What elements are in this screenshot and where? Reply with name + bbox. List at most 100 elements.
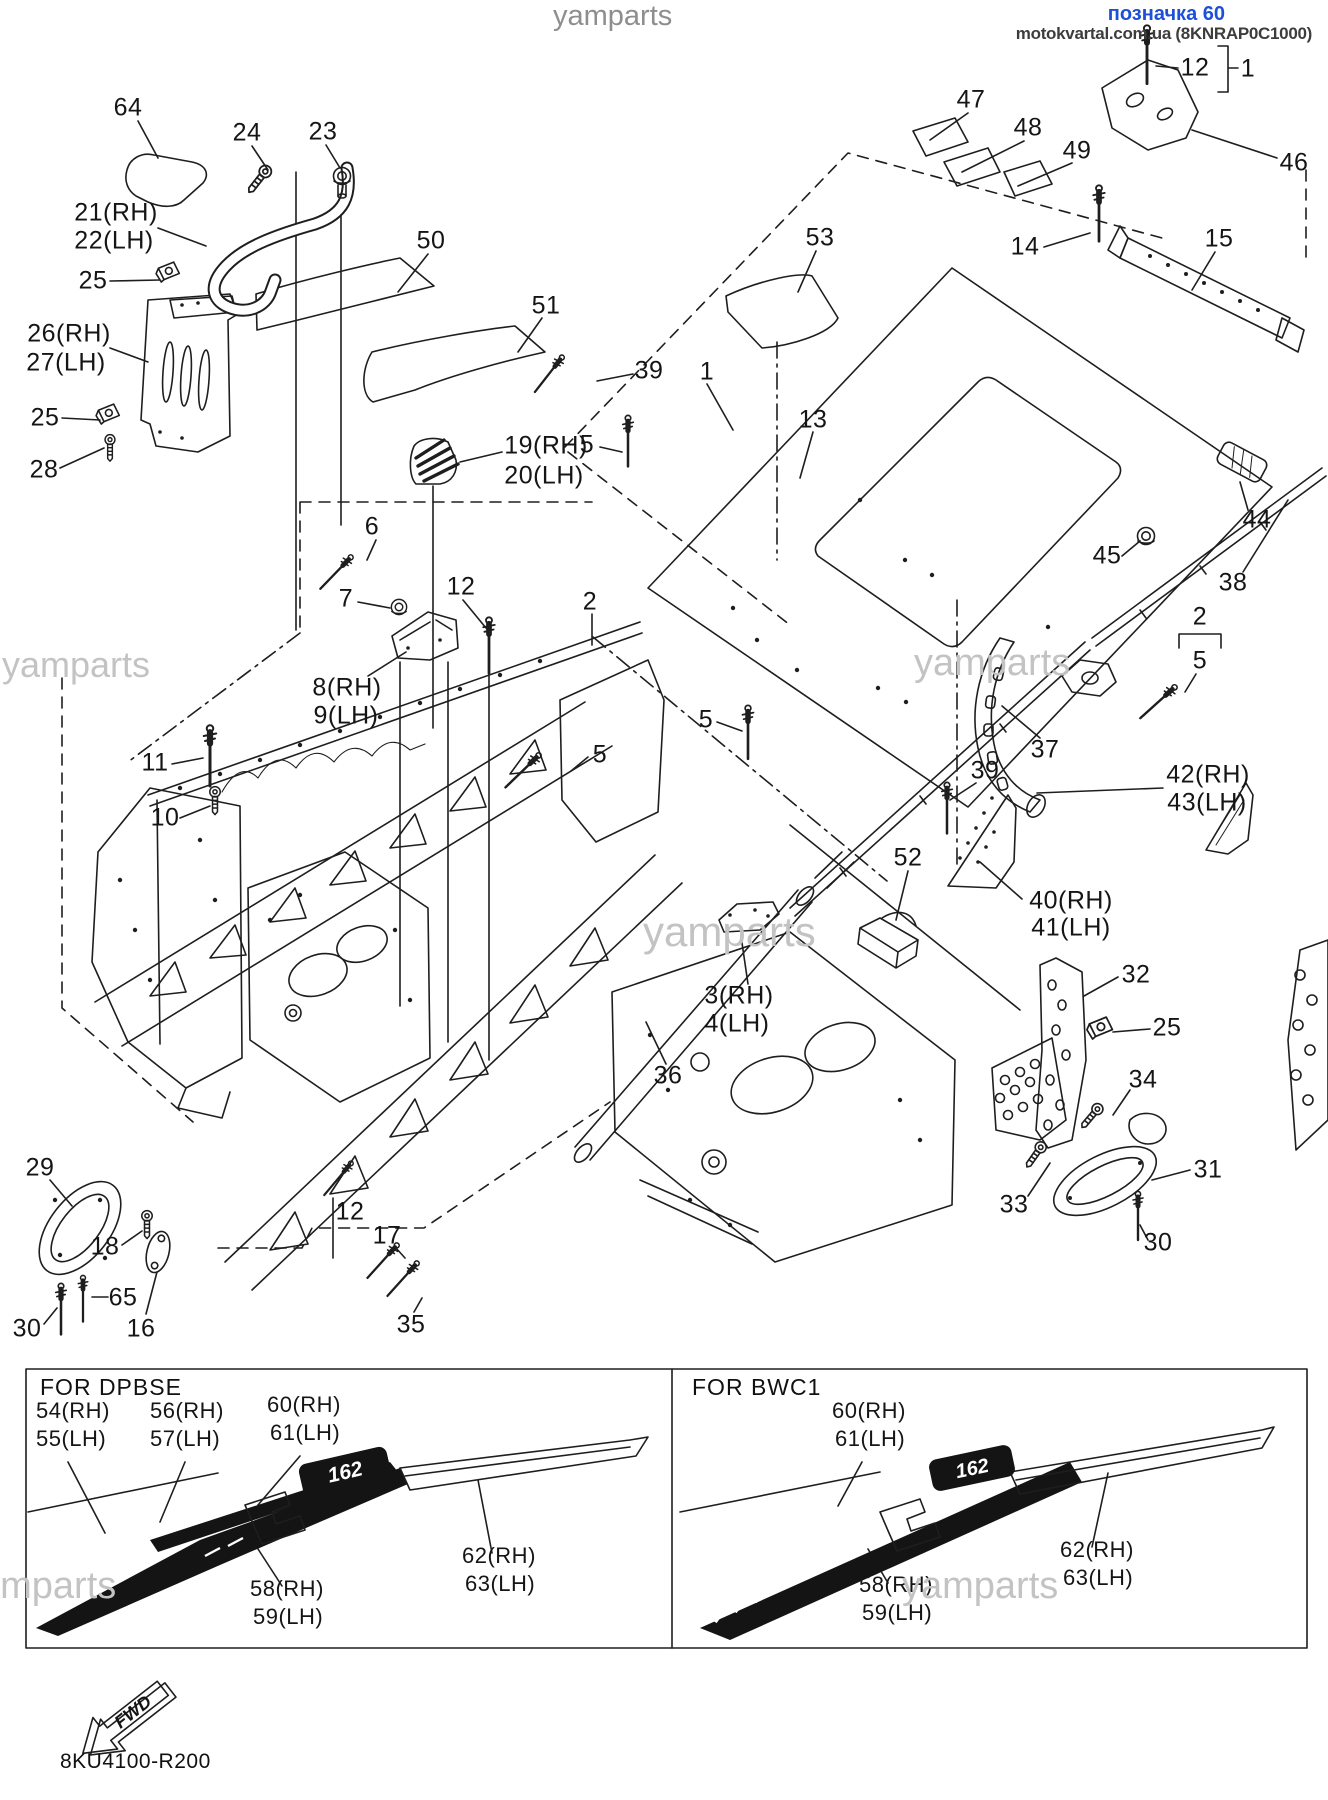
part-label: 41(LH)	[1031, 913, 1111, 942]
part-label: 39	[634, 356, 664, 385]
part-label: 51	[531, 291, 561, 320]
panel-label: 61(LH)	[835, 1426, 906, 1451]
part-label: 10	[150, 803, 180, 832]
part-label: 29	[25, 1153, 55, 1182]
part-label: 25	[30, 403, 60, 432]
part-label: 13	[798, 405, 828, 434]
part-label: 39	[970, 756, 1000, 785]
part-label: 16	[126, 1314, 156, 1343]
part-label: 31	[1193, 1155, 1223, 1184]
part-label: 37	[1030, 735, 1060, 764]
part-label: 30	[1143, 1228, 1173, 1257]
watermark: yamparts	[2, 644, 151, 685]
part-label: 4(LH)	[704, 1009, 770, 1038]
part-label: 26(RH)	[27, 319, 111, 348]
panel-label: 59(LH)	[862, 1600, 933, 1625]
option-boxes	[25, 1368, 1308, 1649]
leader-lines	[43, 45, 1289, 1587]
part-label: 33	[999, 1190, 1029, 1219]
panel-label: 63(LH)	[465, 1571, 536, 1596]
panel-label: 55(LH)	[36, 1426, 107, 1451]
part-label: 5	[592, 740, 608, 769]
part-label: 64	[113, 93, 143, 122]
part-label: 9(LH)	[313, 701, 379, 730]
part-label: 65	[108, 1283, 138, 1312]
part-label: 14	[1010, 232, 1040, 261]
panel-label: 58(RH)	[250, 1576, 324, 1601]
handle-drawing	[207, 161, 355, 317]
part-label: 42(RH)	[1166, 760, 1250, 789]
watermark: yamparts	[902, 1565, 1059, 1607]
part-label: 34	[1128, 1065, 1158, 1094]
part-label: 1	[699, 357, 715, 386]
part-label: 11	[141, 748, 169, 777]
part-label: 12	[335, 1197, 365, 1226]
part-label: 46	[1279, 148, 1309, 177]
panel-label: 56(RH)	[150, 1398, 224, 1423]
part-label: 19(RH)	[504, 431, 588, 460]
part-label: 53	[805, 223, 835, 252]
diagram-code: 8KU4100-R200	[60, 1750, 211, 1773]
part-label: 5	[1192, 646, 1208, 675]
panel-label: 61(LH)	[270, 1420, 341, 1445]
part-label: 1	[1240, 54, 1256, 83]
panel-label: 58(RH)	[859, 1572, 933, 1597]
part-label: 2	[1192, 602, 1208, 631]
rivet-dots	[52, 254, 1260, 1261]
part-label: 3(RH)	[704, 981, 774, 1010]
panel-title-bwc1: FOR BWC1	[692, 1374, 822, 1400]
rails-and-tube	[573, 467, 1327, 1163]
part-label: 40(RH)	[1029, 886, 1113, 915]
part-label: 52	[893, 843, 923, 872]
part-label: 25	[1152, 1013, 1182, 1042]
part-label: 44	[1242, 505, 1272, 534]
part-label: 50	[416, 226, 446, 255]
part-label: 48	[1013, 113, 1043, 142]
panel-label: 59(LH)	[253, 1604, 324, 1629]
part-label: 30	[12, 1314, 42, 1343]
part-label: 15	[1204, 224, 1234, 253]
part-label: 12	[446, 572, 476, 601]
part-label: 5	[698, 705, 714, 734]
panel-label: 57(LH)	[150, 1426, 221, 1451]
watermark: yamparts	[643, 908, 816, 955]
part-label: 12	[1180, 53, 1210, 82]
part-label: 6	[364, 512, 380, 541]
panel-label: 60(RH)	[832, 1398, 906, 1423]
part-label: 45	[1092, 541, 1122, 570]
panel-label: 54(RH)	[36, 1398, 110, 1423]
part-label: 28	[29, 455, 59, 484]
fasteners	[56, 25, 1180, 1334]
part-label: 49	[1062, 136, 1092, 165]
part-label: 21(RH)	[74, 198, 158, 227]
part-label: 36	[653, 1061, 683, 1090]
panel-title-dpbse: FOR DPBSE	[40, 1374, 182, 1400]
dashed-boundaries	[61, 152, 1307, 1249]
watermark: yamparts	[914, 642, 1071, 684]
source-note: motokvartal.com.ua (8KNRAP0C1000)	[1015, 24, 1313, 43]
frame-assembly-drawing	[38, 59, 1328, 1276]
panel-label: 62(RH)	[1060, 1537, 1134, 1562]
note-blue: позначка 60	[1107, 3, 1225, 25]
part-label: 47	[956, 85, 986, 114]
part-label: 22(LH)	[74, 226, 154, 255]
part-label: 18	[90, 1232, 120, 1261]
part-label: 35	[396, 1310, 426, 1339]
part-label: 25	[78, 266, 108, 295]
part-label: 5	[579, 430, 595, 459]
watermark: yamparts	[553, 0, 673, 32]
panel-label: 63(LH)	[1063, 1565, 1134, 1590]
part-label: 27(LH)	[26, 348, 106, 377]
tunnel-trusses	[94, 621, 683, 1291]
part-label: 32	[1121, 960, 1151, 989]
part-label: 8(RH)	[312, 673, 382, 702]
part-label: 23	[308, 117, 338, 146]
decal-drawing-dpbse: 162	[27, 1436, 649, 1636]
watermark: yamparts	[0, 1565, 117, 1607]
part-label: 2	[582, 587, 598, 616]
part-label: 38	[1218, 568, 1248, 597]
part-label: 17	[372, 1221, 402, 1250]
